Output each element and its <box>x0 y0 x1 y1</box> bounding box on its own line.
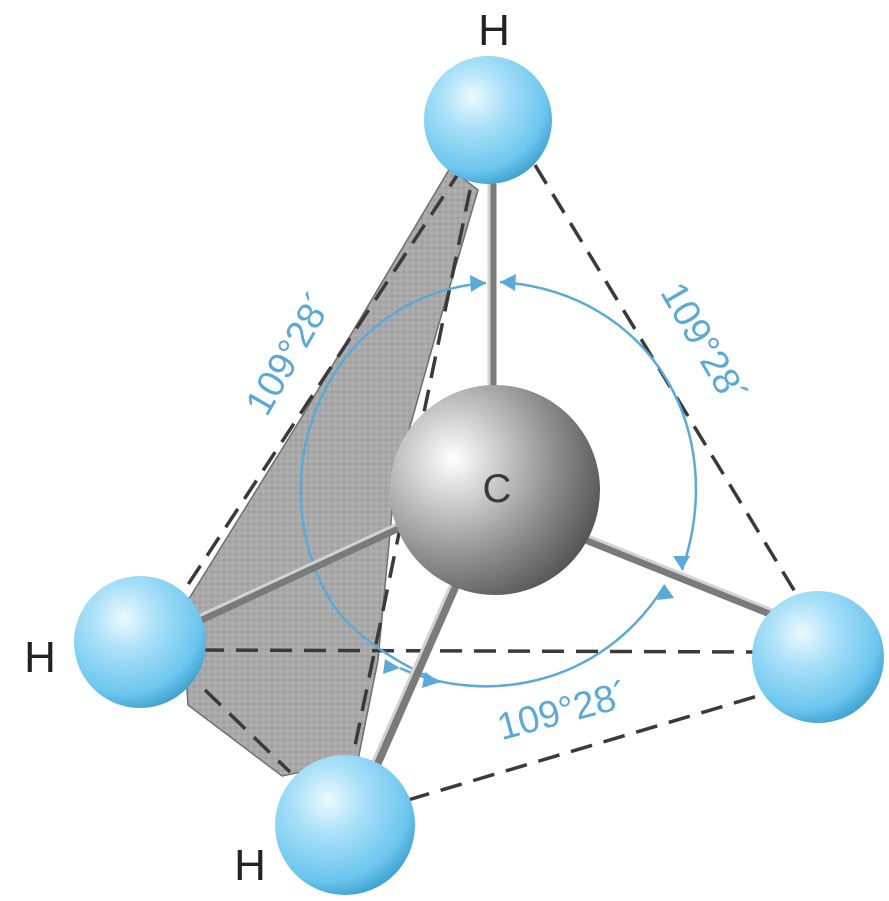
bond-right <box>583 535 780 620</box>
arrowhead-right-upper <box>673 556 690 570</box>
angle-arc-left <box>299 281 487 684</box>
angle-label-right: 109°28´ <box>652 276 755 413</box>
edge-bottom-right <box>407 688 779 802</box>
angle-arc-bottom <box>399 584 667 688</box>
edge-left-right <box>201 648 759 654</box>
hydrogen-label-top: H <box>478 6 510 55</box>
carbon-label: C <box>483 467 512 511</box>
edge-top-left <box>168 167 464 613</box>
arrowhead-top-right <box>500 274 516 291</box>
arrowhead-top-left <box>470 275 486 292</box>
arrowhead-bottom-right <box>422 672 440 688</box>
hydrogen-atom-top <box>424 56 552 184</box>
hydrogen-label-left: H <box>24 633 56 682</box>
edge-top-bottom <box>348 189 472 771</box>
arrowhead-right-lower <box>657 585 674 600</box>
hydrogen-label-bottom: H <box>234 841 266 890</box>
bond-left <box>183 517 415 630</box>
hydrogen-atom-bottom <box>275 755 415 895</box>
hydrogen-atom-right <box>752 591 884 723</box>
angle-arc-right <box>499 280 698 571</box>
arrowhead-bottom-left <box>383 659 400 674</box>
edge-left-bottom <box>203 688 292 774</box>
hydrogen-atom-left <box>74 576 206 708</box>
bond-bottom <box>367 570 465 780</box>
carbon-atom <box>390 385 600 595</box>
